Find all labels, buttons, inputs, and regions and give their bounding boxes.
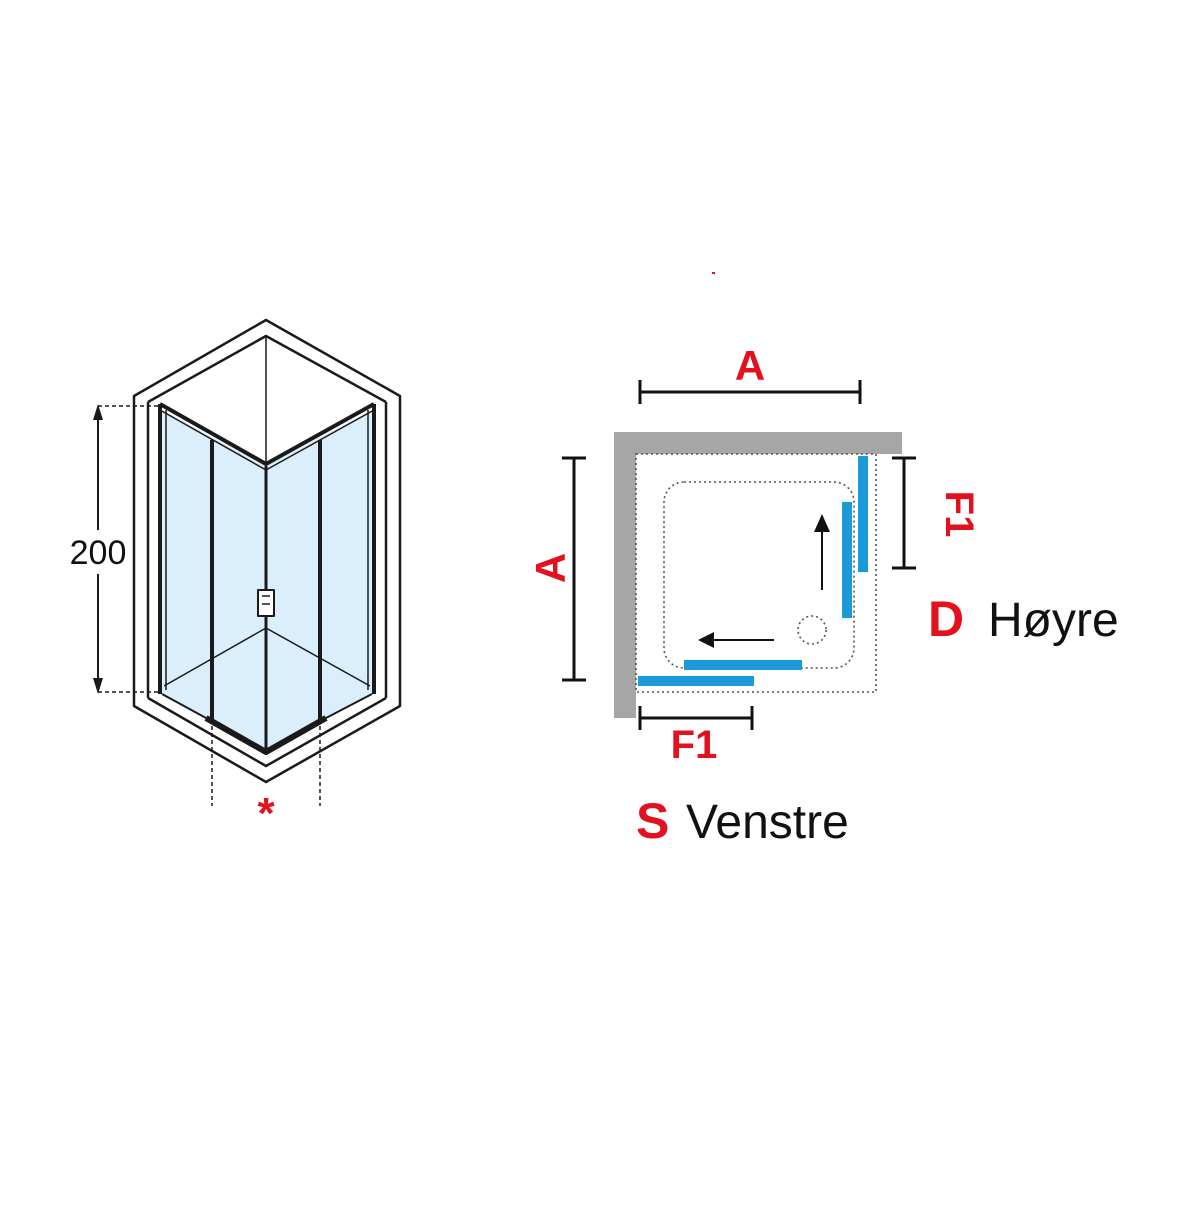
right-variant-label: Høyre [988, 594, 1119, 647]
height-label: 200 [70, 534, 127, 572]
height-arrow-top [93, 404, 103, 420]
shower-tray [663, 481, 855, 669]
wall-left [614, 432, 636, 718]
wall-bottom-inner [147, 696, 387, 768]
left-variant-code: S [636, 793, 669, 849]
isometric-shower-view [132, 318, 402, 784]
height-arrow-bottom [93, 678, 103, 694]
height-dimension [66, 404, 160, 694]
red-dot-mark [712, 272, 715, 274]
dim-right-label: F1 [937, 491, 981, 538]
dim-left-label: A [527, 553, 574, 583]
height-label-bg [66, 530, 130, 574]
wall-top [614, 432, 902, 454]
slide-arrow-up-icon [814, 514, 830, 532]
slide-arrow-left-icon [698, 632, 714, 648]
right-variant-code: D [928, 591, 964, 647]
door-width-marker: * [257, 789, 275, 838]
plan-view [562, 380, 916, 730]
drain-icon [797, 615, 827, 645]
door-handle [257, 589, 275, 617]
sliding-glass-bottom [684, 660, 802, 670]
enclosure-footprint [635, 453, 877, 693]
bottom-rail-left [161, 693, 207, 719]
dim-top-label: A [735, 342, 765, 389]
fixed-glass-bottom [638, 676, 754, 686]
dim-bottom-label: F1 [671, 723, 718, 767]
top-rail [159, 402, 375, 466]
bottom-rail-right [325, 693, 373, 719]
sliding-glass-right [842, 502, 852, 618]
fixed-glass-right [858, 456, 868, 572]
left-variant-label: Venstre [686, 796, 849, 849]
